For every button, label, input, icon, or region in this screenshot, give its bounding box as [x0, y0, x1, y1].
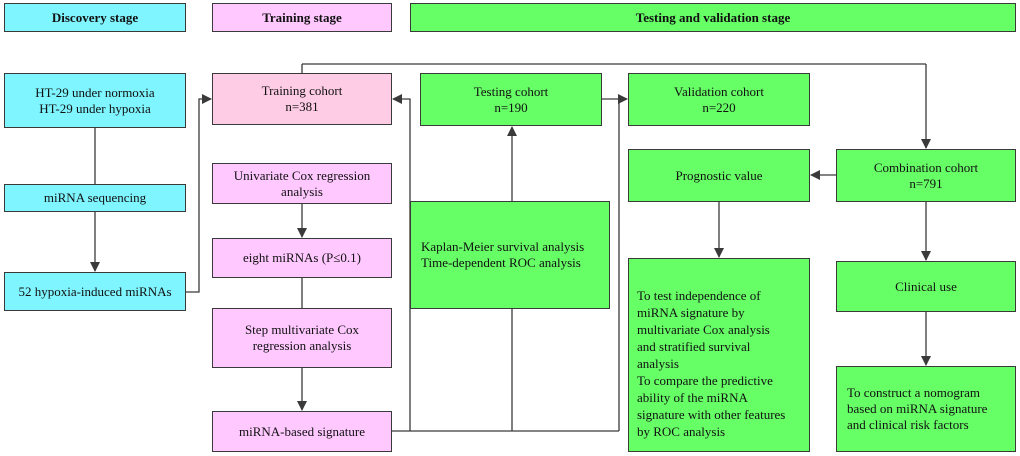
- header-discovery-stage: Discovery stage: [4, 3, 186, 32]
- eight-mirnas-box: eight miRNAs (P≤0.1): [212, 238, 392, 278]
- independence-test-box: To test independence of miRNA signature …: [628, 258, 810, 452]
- testing-cohort-box: Testing cohort n=190: [420, 73, 602, 126]
- mirna-signature-box: miRNA-based signature: [212, 411, 392, 452]
- header-training-stage: Training stage: [212, 3, 392, 32]
- cell-lines-box: HT-29 under normoxia HT-29 under hypoxia: [4, 73, 186, 128]
- stepwise-cox-box: Step multivariate Cox regression analysi…: [212, 308, 392, 368]
- header-testing-validation-stage: Testing and validation stage: [410, 3, 1016, 32]
- combination-cohort-box: Combination cohort n=791: [836, 149, 1016, 202]
- training-cohort-box: Training cohort n=381: [212, 73, 392, 125]
- prognostic-value-box: Prognostic value: [628, 149, 810, 202]
- clinical-use-box: Clinical use: [836, 261, 1016, 312]
- univariate-cox-box: Univariate Cox regression analysis: [212, 163, 392, 204]
- hypoxia-mirnas-box: 52 hypoxia-induced miRNAs: [4, 272, 186, 311]
- validation-cohort-box: Validation cohort n=220: [628, 73, 810, 126]
- nomogram-box: To construct a nomogram based on miRNA s…: [836, 366, 1016, 452]
- signature-to-training-arrow: [392, 94, 411, 431]
- signature-to-validation-arrow: [618, 94, 628, 431]
- km-roc-analysis-box: Kaplan-Meier survival analysis Time-depe…: [410, 201, 610, 309]
- mirnas-to-training-arrow: [186, 94, 212, 293]
- mirna-sequencing-box: miRNA sequencing: [4, 184, 186, 212]
